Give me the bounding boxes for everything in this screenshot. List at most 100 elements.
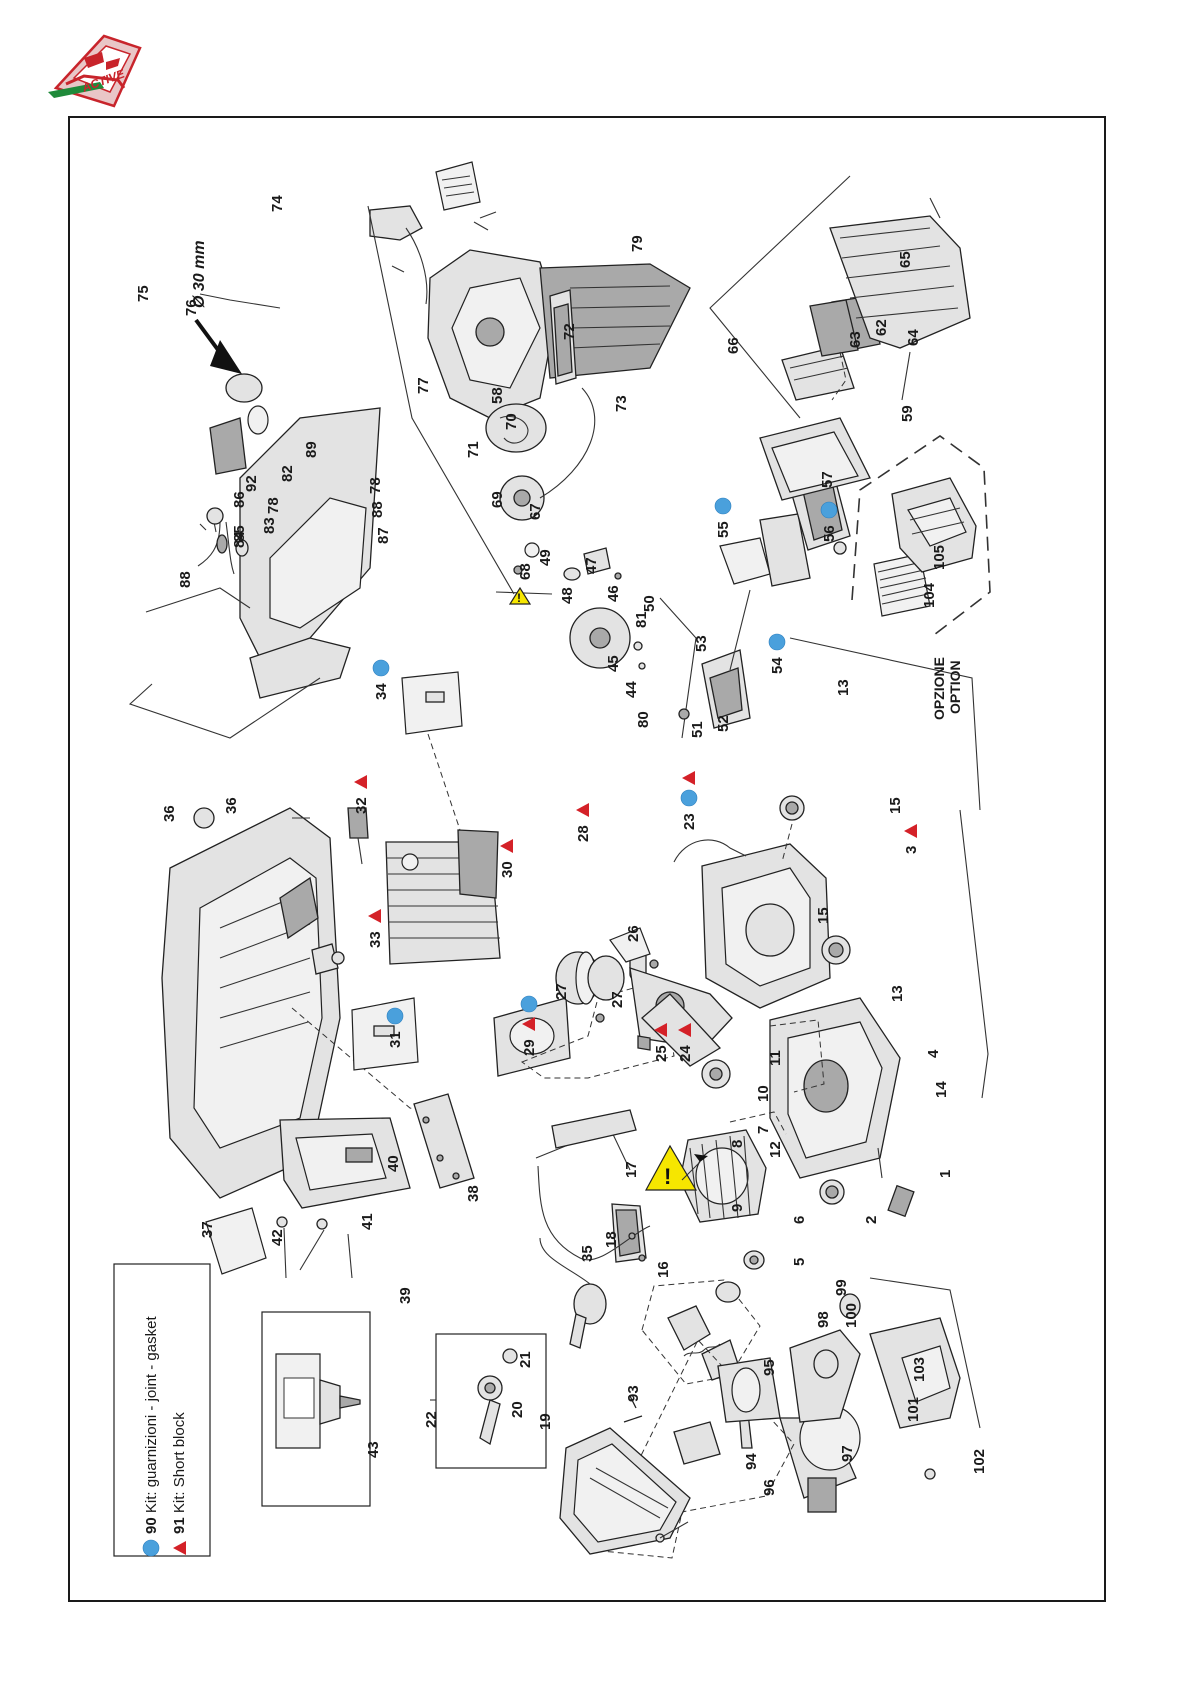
- part-number-29: 29: [521, 1039, 538, 1056]
- kit-91-marker: [522, 1017, 535, 1031]
- part-number-5: 5: [791, 1258, 808, 1266]
- part-number-49: 49: [537, 549, 554, 566]
- part-number-3: 3: [903, 846, 920, 854]
- part-number-53: 53: [693, 635, 710, 652]
- part-number-38: 38: [465, 1185, 482, 1202]
- part-number-98: 98: [815, 1311, 832, 1328]
- part-number-35: 35: [579, 1245, 596, 1262]
- part-number-51: 51: [689, 721, 706, 738]
- part-number-74: 74: [269, 195, 286, 212]
- kit-90-marker: [714, 497, 732, 515]
- part-number-13: 13: [889, 985, 906, 1002]
- crankcase-assembly: [673, 637, 989, 1218]
- part-number-56: 56: [821, 525, 838, 542]
- part-number-9: 9: [729, 1204, 746, 1212]
- clutch-spring-box: [430, 1333, 547, 1469]
- part-number-93: 93: [625, 1385, 642, 1402]
- part-number-85: 85: [231, 525, 248, 542]
- part-number-80: 80: [635, 711, 652, 728]
- part-number-100: 100: [843, 1303, 860, 1328]
- part-number-79: 79: [629, 235, 646, 252]
- lubricant-box: [261, 1311, 371, 1507]
- part-number-14: 14: [933, 1081, 950, 1098]
- fuel-tank-assembly: [128, 293, 381, 739]
- part-number-86: 86: [231, 491, 248, 508]
- part-number-13: 13: [835, 679, 852, 696]
- part-number-82: 82: [279, 465, 296, 482]
- ignition-coil-assembly: !: [535, 1109, 708, 1349]
- exploded-view-drawing: 90 Kit: guarnizioni - joint - gasket 91 …: [113, 161, 991, 1559]
- part-number-1: 1: [937, 1170, 954, 1178]
- svg-text:90 Kit: guarnizioni - joint -: 90 Kit: guarnizioni - joint - gasket: [143, 1316, 160, 1534]
- part-number-104: 104: [921, 582, 938, 608]
- part-number-78: 78: [367, 477, 384, 494]
- part-number-36: 36: [223, 797, 240, 814]
- part-number-62: 62: [873, 319, 890, 336]
- part-number-52: 52: [715, 715, 732, 732]
- part-number-50: 50: [641, 595, 658, 612]
- kit-91-text: Kit: Short block: [171, 1412, 188, 1518]
- svg-text:91 Kit: Short block: 91 Kit: Short block: [171, 1412, 188, 1534]
- cylinder-assembly: [311, 671, 571, 1077]
- part-number-88: 88: [177, 571, 194, 588]
- part-number-77: 77: [415, 377, 432, 394]
- diameter-note: Ø 30 mm: [191, 240, 208, 308]
- part-number-46: 46: [605, 585, 622, 602]
- kit-90-text: Kit: guarnizioni - joint - gasket: [143, 1316, 160, 1518]
- part-number-7: 7: [755, 1126, 772, 1134]
- part-number-25: 25: [653, 1045, 670, 1062]
- part-number-42: 42: [269, 1229, 286, 1246]
- part-number-76: 76: [183, 299, 200, 316]
- engine-cover: [161, 807, 451, 1275]
- kit-90-marker: [768, 633, 786, 651]
- part-number-41: 41: [359, 1213, 376, 1230]
- kit-90-marker: [680, 789, 698, 807]
- part-number-54: 54: [769, 657, 786, 674]
- part-number-78: 78: [265, 497, 282, 514]
- part-number-88: 88: [369, 501, 386, 518]
- part-number-21: 21: [517, 1351, 534, 1368]
- part-number-59: 59: [899, 405, 916, 422]
- part-number-105: 105: [931, 545, 948, 570]
- part-number-89: 89: [303, 441, 320, 458]
- part-number-84: 84: [231, 531, 248, 548]
- part-number-69: 69: [489, 491, 506, 508]
- part-number-18: 18: [603, 1231, 620, 1248]
- kit-90-marker: [386, 1007, 404, 1025]
- part-number-36: 36: [161, 805, 178, 822]
- part-number-11: 11: [767, 1050, 784, 1066]
- part-number-64: 64: [905, 329, 922, 346]
- part-number-31: 31: [387, 1031, 404, 1048]
- part-number-23: 23: [681, 813, 698, 830]
- part-number-97: 97: [839, 1445, 856, 1462]
- part-number-17: 17: [623, 1161, 640, 1178]
- part-number-94: 94: [743, 1453, 760, 1470]
- part-number-4: 4: [925, 1049, 942, 1058]
- part-number-28: 28: [575, 825, 592, 842]
- part-number-15: 15: [815, 907, 832, 924]
- part-number-87: 87: [375, 527, 392, 544]
- part-number-47: 47: [583, 557, 600, 574]
- kit-91-marker: [682, 771, 695, 785]
- part-number-26: 26: [625, 925, 642, 942]
- part-number-32: 32: [353, 797, 370, 814]
- labels-layer: 1234567891011121313141515161718192021222…: [135, 195, 988, 1496]
- kit-90-marker: [372, 659, 390, 677]
- part-number-96: 96: [761, 1479, 778, 1496]
- part-number-48: 48: [559, 587, 576, 604]
- part-number-27: 27: [553, 983, 570, 1000]
- option-label-line1: OPZIONE: [931, 657, 947, 720]
- kit-91-number: 91: [171, 1517, 188, 1534]
- part-number-83: 83: [261, 517, 278, 534]
- kit-90-number: 90: [143, 1517, 160, 1534]
- part-number-10: 10: [755, 1085, 772, 1102]
- part-number-20: 20: [509, 1401, 526, 1418]
- part-number-55: 55: [715, 521, 732, 538]
- kit-91-marker: [368, 909, 381, 923]
- part-number-63: 63: [847, 331, 864, 348]
- kit-91-marker: [654, 1023, 667, 1037]
- part-number-6: 6: [791, 1216, 808, 1224]
- kit-90-marker: [820, 501, 838, 519]
- kit-91-marker: [678, 1023, 691, 1037]
